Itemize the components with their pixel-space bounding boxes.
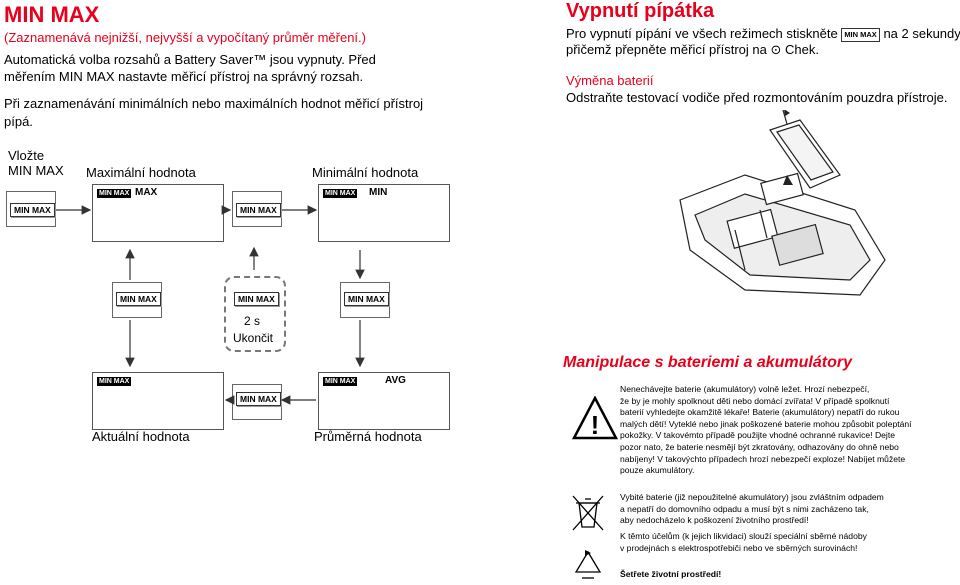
min-max-button-top[interactable]: MIN MAX xyxy=(236,203,281,217)
min-max-button-mid-left[interactable]: MIN MAX xyxy=(116,292,161,306)
display-max-indicator: MAX xyxy=(135,187,158,198)
display-current-badge: MIN MAX xyxy=(97,377,132,386)
warning-line: pokožky. V takovémto případě použijte vh… xyxy=(620,430,895,441)
display-max: MIN MAX MAX xyxy=(92,184,224,242)
warning-line: baterií vyhledejte okamžitě lékaře! Bate… xyxy=(620,407,900,418)
beep-off-text2: na 2 sekundy, xyxy=(883,26,960,41)
average-value-label: Průměrná hodnota xyxy=(314,429,422,444)
min-max-para1-line1: Automatická volba rozsahů a Battery Save… xyxy=(4,52,376,67)
disposal-line: aby nedocházelo k poškození životního pr… xyxy=(620,515,809,526)
min-value-label: Minimální hodnota xyxy=(312,165,419,180)
beep-off-min-max-button[interactable]: MIN MAX xyxy=(841,27,880,42)
display-max-badge: MIN MAX xyxy=(97,189,132,198)
min-max-para2-line2: pípá. xyxy=(4,114,33,129)
recycle-icon xyxy=(574,550,602,579)
check-symbol-icon: ⊙ xyxy=(770,42,782,57)
display-current: MIN MAX xyxy=(92,372,224,430)
beep-off-line1: Pro vypnutí pípání ve všech režimech sti… xyxy=(566,25,960,43)
beep-off-text3: přičemž přepněte měřicí přístroj na xyxy=(566,42,767,57)
max-value-label: Maximální hodnota xyxy=(86,165,196,180)
battery-replace-text: Odstraňte testovací vodiče před rozmonto… xyxy=(566,90,948,105)
meter-battery-illustration xyxy=(679,110,886,296)
hold-time-label: 2 s xyxy=(244,314,261,328)
warning-line: pozor nato, že baterie nesmějí být zkrat… xyxy=(620,441,899,452)
min-max-subtitle: (Zaznamenává nejnižší, nejvyšší a vypočí… xyxy=(4,30,366,45)
warning-line: Nenechávejte baterie (akumulátory) volně… xyxy=(620,384,870,394)
warning-triangle-icon: ! xyxy=(572,396,618,440)
svg-text:!: ! xyxy=(591,410,600,440)
beep-off-text4: Chek. xyxy=(785,42,819,57)
warning-line: pouze akumulátory. xyxy=(620,465,695,476)
end-label: Ukončit xyxy=(233,331,274,345)
battery-replace-title: Výměna baterií xyxy=(566,73,654,88)
min-max-button-bottom[interactable]: MIN MAX xyxy=(236,392,281,406)
min-max-para2-line1: Při zaznamenávání minimálních nebo maxim… xyxy=(4,96,424,111)
insert-label-line2: MIN MAX xyxy=(8,163,64,178)
collection-line: K těmto účelům (k jejich likvidaci) slou… xyxy=(620,531,867,541)
display-min: MIN MAX MIN xyxy=(318,184,450,242)
display-min-indicator: MIN xyxy=(369,187,388,198)
warning-line: malých dětí! Vyteklé nebo jinak poškozen… xyxy=(620,418,912,429)
display-average-badge: MIN MAX xyxy=(323,377,358,386)
beep-off-line2: přičemž přepněte měřicí přístroj na ⊙ Ch… xyxy=(566,41,819,59)
display-average-indicator: AVG xyxy=(385,375,406,386)
section-title-min-max: MIN MAX xyxy=(4,2,100,27)
disposal-line: a nepatří do domovního odpadu a musí být… xyxy=(620,503,869,514)
hold-dashed-frame xyxy=(224,276,286,352)
warning-text: Nenechávejte baterie (akumulátory) volně… xyxy=(620,384,950,477)
min-max-button-mid-right[interactable]: MIN MAX xyxy=(344,292,389,306)
min-max-button-hold[interactable]: MIN MAX xyxy=(234,292,279,306)
insert-label: Vložte MIN MAX xyxy=(8,148,64,178)
collection-text: K těmto účelům (k jejich likvidaci) slou… xyxy=(620,531,867,554)
disposal-text: Vybité baterie (již nepoužitelné akumulá… xyxy=(620,492,884,527)
environment-note: Šetřete životní prostředí! xyxy=(620,569,722,579)
beep-off-text1: Pro vypnutí pípání ve všech režimech sti… xyxy=(566,26,838,41)
collection-line: v prodejnách s elektrospotřebiči nebo ve… xyxy=(620,542,858,553)
display-average: MIN MAX AVG xyxy=(318,372,450,430)
min-max-para1-line2: měřením MIN MAX nastavte měřicí přístroj… xyxy=(4,69,364,84)
insert-label-line1: Vložte xyxy=(8,148,45,163)
flow-arrows xyxy=(56,205,365,405)
beep-off-title: Vypnutí pípátka xyxy=(566,0,715,22)
min-max-button-insert[interactable]: MIN MAX xyxy=(10,203,55,217)
display-min-badge: MIN MAX xyxy=(323,189,358,198)
disposal-line: Vybité baterie (již nepoužitelné akumulá… xyxy=(620,492,884,502)
warning-line: nabíjeny! V takovýchto případech hrozí n… xyxy=(620,453,906,464)
warning-line: že by je mohly spolknout děti nebo domác… xyxy=(620,395,890,406)
crossed-bin-icon xyxy=(572,495,604,531)
battery-handling-title: Manipulace s bateriemi a akumulátory xyxy=(563,354,852,371)
current-value-label: Aktuální hodnota xyxy=(92,429,190,444)
